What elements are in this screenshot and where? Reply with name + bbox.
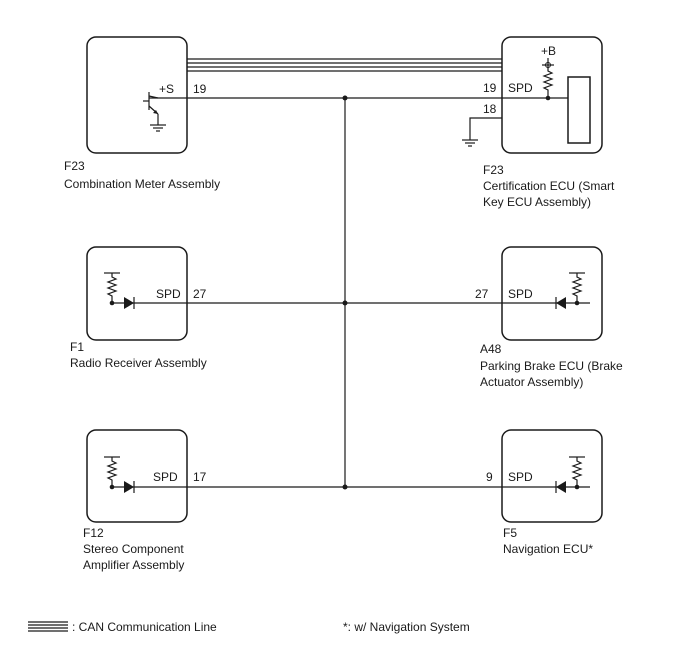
parking-brake-ecu-box[interactable] bbox=[501, 246, 603, 341]
radio-terminal-number: 27 bbox=[193, 287, 207, 301]
resistor-icon bbox=[571, 457, 583, 487]
navigation-component-name: Navigation ECU* bbox=[503, 542, 593, 556]
ecu-spd-terminal-number: 19 bbox=[483, 81, 497, 95]
meter-component-name: Combination Meter Assembly bbox=[64, 177, 220, 191]
ground-icon bbox=[462, 139, 478, 147]
navigation-ecu-box[interactable] bbox=[501, 429, 603, 523]
ecu-spd-label: SPD bbox=[508, 81, 533, 95]
legend-navigation-note: *: w/ Navigation System bbox=[343, 620, 470, 634]
can-communication-line bbox=[187, 58, 502, 72]
ecu-component-name-line2: Key ECU Assembly) bbox=[483, 195, 591, 209]
stereo-component-name-line2: Amplifier Assembly bbox=[83, 558, 184, 572]
parking-brake-terminal-number: 27 bbox=[475, 287, 489, 301]
resistor-icon bbox=[571, 273, 583, 303]
stereo-amplifier-box[interactable] bbox=[86, 429, 188, 523]
diode-icon bbox=[555, 481, 566, 493]
navigation-spd-label: SPD bbox=[508, 470, 533, 484]
navigation-terminal-number: 9 bbox=[486, 470, 493, 484]
ecu-component-name-line1: Certification ECU (Smart bbox=[483, 179, 615, 193]
stereo-terminal-number: 17 bbox=[193, 470, 207, 484]
meter-connector-code: F23 bbox=[64, 159, 85, 173]
ecu-internal-block bbox=[567, 76, 591, 144]
junction-dot bbox=[342, 300, 348, 306]
navigation-connector-code: F5 bbox=[503, 526, 517, 540]
diode-icon bbox=[124, 297, 135, 309]
certification-ecu-box[interactable] bbox=[462, 36, 603, 154]
stereo-spd-label: SPD bbox=[153, 470, 178, 484]
diode-icon bbox=[555, 297, 566, 309]
radio-receiver-box[interactable] bbox=[86, 246, 188, 341]
stereo-connector-code: F12 bbox=[83, 526, 104, 540]
diode-icon bbox=[124, 481, 135, 493]
radio-connector-code: F1 bbox=[70, 340, 84, 354]
junction-dot bbox=[342, 95, 348, 101]
ground-icon bbox=[150, 124, 166, 132]
stereo-component-name-line1: Stereo Component bbox=[83, 542, 184, 556]
ecu-supply-label: +B bbox=[541, 44, 556, 58]
legend-can-line-label: : CAN Communication Line bbox=[72, 620, 217, 634]
parking-brake-spd-label: SPD bbox=[508, 287, 533, 301]
legend-can-line-symbol bbox=[28, 621, 68, 632]
spd-signal-wiring bbox=[187, 95, 502, 490]
ecu-connector-code: F23 bbox=[483, 163, 504, 177]
parking-brake-connector-code: A48 bbox=[480, 342, 502, 356]
resistor-icon bbox=[106, 457, 118, 487]
meter-supply-label: +S bbox=[159, 82, 174, 96]
combination-meter-box[interactable] bbox=[86, 36, 188, 154]
radio-component-name: Radio Receiver Assembly bbox=[70, 356, 207, 370]
parking-brake-component-name-line1: Parking Brake ECU (Brake bbox=[480, 359, 623, 373]
resistor-icon bbox=[106, 273, 118, 303]
resistor-icon bbox=[542, 67, 554, 98]
ecu-ground-terminal-number: 18 bbox=[483, 102, 497, 116]
radio-spd-label: SPD bbox=[156, 287, 181, 301]
junction-dot bbox=[342, 484, 348, 490]
meter-terminal-number: 19 bbox=[193, 82, 207, 96]
parking-brake-component-name-line2: Actuator Assembly) bbox=[480, 375, 583, 389]
